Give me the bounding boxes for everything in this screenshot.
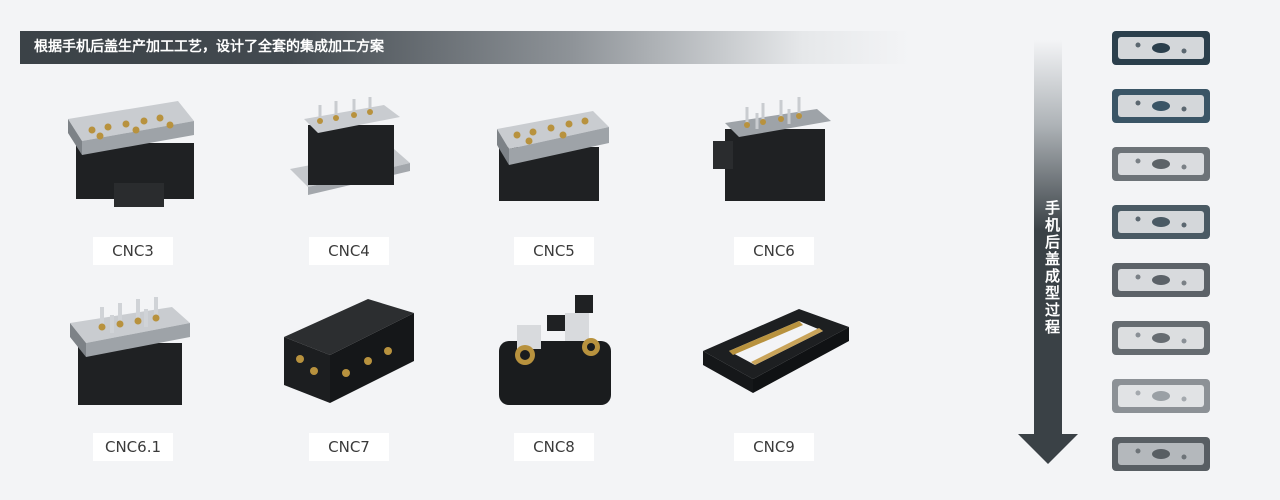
fixture-cnc5[interactable]: CNC5: [469, 97, 639, 265]
fixture-cnc9[interactable]: CNC9: [689, 293, 859, 461]
banner-title: 根据手机后盖生产加工工艺，设计了全套的集成加工方案: [34, 39, 384, 55]
fixture-cnc7[interactable]: CNC7: [264, 293, 434, 461]
fixture-label: CNC4: [309, 237, 389, 265]
process-arrow: 手机后盖成型过程: [1018, 40, 1078, 464]
fixture-cnc3[interactable]: CNC3: [48, 97, 218, 265]
cnc3-fixture-image: [68, 101, 194, 207]
cover-stage-7: [1112, 379, 1210, 413]
cover-stage-4: [1112, 205, 1210, 239]
fixture-cnc6[interactable]: CNC6: [689, 97, 859, 265]
cover-stage-8: [1112, 437, 1210, 471]
cover-stage-2: [1112, 89, 1210, 123]
cover-stage-1: [1112, 31, 1210, 65]
fixture-cnc6-1[interactable]: CNC6.1: [48, 293, 218, 461]
process-arrow-label: 手机后盖成型过程: [1043, 200, 1061, 336]
fixture-label: CNC7: [309, 433, 389, 461]
cnc6-fixture-image: [713, 97, 831, 201]
fixture-label: CNC3: [93, 237, 173, 265]
fixture-label: CNC6.1: [93, 433, 173, 461]
cnc8-fixture-image: [499, 295, 611, 405]
title-banner: 根据手机后盖生产加工工艺，设计了全套的集成加工方案: [20, 31, 910, 64]
cnc5-fixture-image: [497, 111, 609, 201]
fixture-cnc8[interactable]: CNC8: [469, 293, 639, 461]
fixture-label: CNC9: [734, 433, 814, 461]
cnc9-fixture-image: [703, 309, 849, 393]
cover-stage-5: [1112, 263, 1210, 297]
process-arrow-shape: [1018, 40, 1078, 464]
cnc4-fixture-image: [290, 97, 410, 195]
cnc6-1-fixture-image: [70, 297, 190, 405]
fixture-label: CNC8: [514, 433, 594, 461]
cnc7-fixture-image: [284, 299, 414, 403]
fixture-label: CNC6: [734, 237, 814, 265]
fixture-cnc4[interactable]: CNC4: [264, 97, 434, 265]
cover-stage-6: [1112, 321, 1210, 355]
cover-stage-3: [1112, 147, 1210, 181]
fixture-label: CNC5: [514, 237, 594, 265]
